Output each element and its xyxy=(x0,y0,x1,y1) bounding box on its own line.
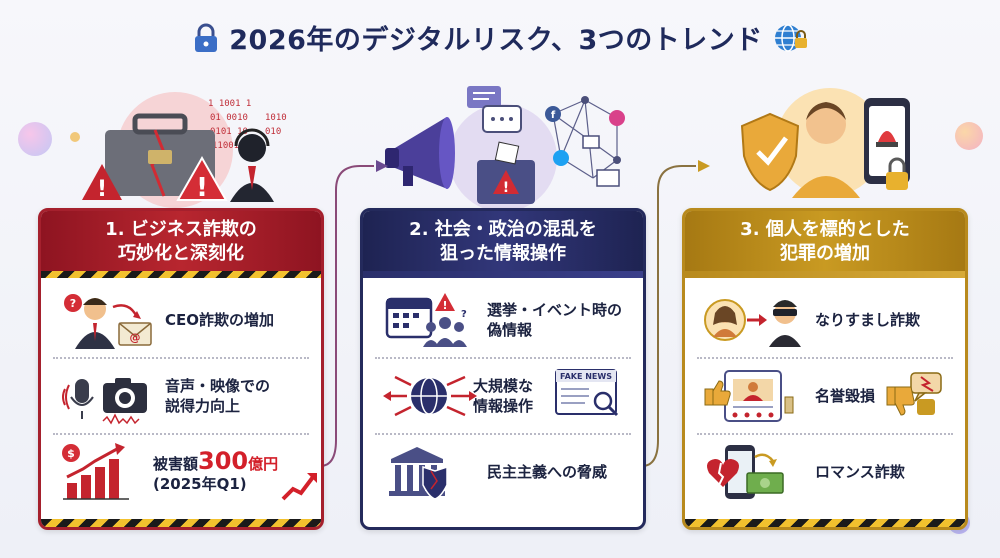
item-label-line1: 選挙・イベント時の xyxy=(487,301,623,319)
svg-text:!: ! xyxy=(442,299,447,312)
card-heading-line2: 狙った情報操作 xyxy=(440,243,566,264)
divider xyxy=(697,357,953,359)
svg-text:010: 010 xyxy=(265,127,281,137)
item-label: 選挙・イベント時の 偽情報 xyxy=(487,283,622,357)
page-title: 2026年のデジタルリスク、3つのトレンド xyxy=(0,18,1000,61)
information-manipulation-illustration: ! f xyxy=(385,78,635,212)
svg-text:$: $ xyxy=(67,447,75,460)
list-item: 音声・映像での 説得力向上 xyxy=(41,359,321,433)
hazard-stripe-bottom xyxy=(685,519,965,527)
item-label: 名誉毀損 xyxy=(815,387,876,405)
list-item: ! ? 選挙・イベント時の 偽情報 xyxy=(363,283,643,357)
romance-scam-icon xyxy=(703,443,803,501)
damage-amount: 被害額300億円 (2025年Q1) xyxy=(153,435,278,509)
svg-text:!: ! xyxy=(196,173,208,203)
damage-value: 300 xyxy=(198,446,249,475)
damage-unit: 億円 xyxy=(248,454,279,473)
card-heading-line1: 1. ビジネス詐欺の xyxy=(105,219,257,240)
business-fraud-illustration: 1 1001 1 01 0010 0101 10 110010 1010 010… xyxy=(60,80,320,214)
item-label-line2: 情報操作 xyxy=(473,397,534,415)
card-heading: 1. ビジネス詐欺の 巧妙化と深刻化 xyxy=(41,211,321,271)
globe-arrows-icon xyxy=(381,367,481,425)
calendar-crowd-icon: ! ? xyxy=(381,291,481,349)
card-heading-line1: 2. 社会・政治の混乱を xyxy=(409,219,597,240)
trend-arrow-icon xyxy=(281,471,319,505)
item-label: CEO詐欺の増加 xyxy=(165,311,275,329)
fake-news-badge: FAKE NEWS xyxy=(560,372,612,381)
item-label-line1: 音声・映像での xyxy=(165,377,271,395)
globe-lock-icon xyxy=(773,22,807,61)
item-label-line2: 説得力向上 xyxy=(165,397,241,415)
item-label-line2: 偽情報 xyxy=(487,321,533,339)
social-post-thumbs-up-icon xyxy=(703,367,803,425)
list-item: ロマンス詐欺 xyxy=(685,435,965,509)
card-heading: 3. 個人を標的とした 犯罪の増加 xyxy=(685,211,965,271)
padlock-icon xyxy=(193,23,219,60)
list-item: 名誉毀損 xyxy=(685,359,965,433)
heading-band xyxy=(363,271,643,278)
hazard-stripe-bottom xyxy=(41,519,321,527)
impersonation-icon xyxy=(703,291,803,349)
svg-text:110010: 110010 xyxy=(212,141,245,151)
item-label: なりすまし詐欺 xyxy=(815,311,921,329)
card-business-fraud: 1. ビジネス詐欺の 巧妙化と深刻化 ? @ CEO詐欺の増加 xyxy=(38,208,324,530)
damage-period: (2025年Q1) xyxy=(153,474,247,493)
card-heading-line2: 犯罪の増加 xyxy=(780,243,870,264)
divider xyxy=(375,357,631,359)
card-personal-crime: 3. 個人を標的とした 犯罪の増加 なりすまし詐欺 xyxy=(682,208,968,530)
list-item: 民主主義への脅威 xyxy=(363,435,643,509)
decor-bubble xyxy=(18,122,52,156)
decor-dot xyxy=(70,132,80,142)
ceo-email-icon: ? @ xyxy=(59,291,159,349)
divider xyxy=(53,433,309,435)
list-item: $ 被害額300億円 (2025年Q1) xyxy=(41,435,321,509)
svg-text:01 0010: 01 0010 xyxy=(210,113,248,123)
thumbs-down-speech-icon xyxy=(885,371,945,427)
card-information-manipulation: 2. 社会・政治の混乱を 狙った情報操作 ! ? 選挙・イベント時の 偽情報 xyxy=(360,208,646,530)
card-heading-line1: 3. 個人を標的とした xyxy=(740,219,910,240)
item-label: ロマンス詐欺 xyxy=(815,463,905,481)
item-label: 大規模な 情報操作 xyxy=(473,359,533,433)
svg-text:?: ? xyxy=(70,297,76,310)
list-item: 大規模な 情報操作 FAKE NEWS xyxy=(363,359,643,433)
personal-crime-illustration xyxy=(722,86,952,210)
svg-text:!: ! xyxy=(97,177,107,202)
heading-band xyxy=(685,271,965,278)
rising-chart-icon: $ xyxy=(59,443,159,501)
item-label-line1: 大規模な xyxy=(473,377,534,395)
svg-text:f: f xyxy=(551,110,556,121)
hazard-stripe xyxy=(41,271,321,278)
svg-text:1 1001 1: 1 1001 1 xyxy=(208,99,251,109)
svg-text:!: ! xyxy=(503,180,509,196)
fake-news-icon: FAKE NEWS xyxy=(555,369,621,419)
title-text: 2026年のデジタルリスク、3つのトレンド xyxy=(229,25,763,56)
svg-text:@: @ xyxy=(130,331,141,344)
card-heading: 2. 社会・政治の混乱を 狙った情報操作 xyxy=(363,211,643,271)
voice-camera-icon xyxy=(59,367,159,425)
item-label: 民主主義への脅威 xyxy=(487,463,608,481)
institution-shield-icon xyxy=(381,443,481,501)
divider xyxy=(53,357,309,359)
divider xyxy=(375,433,631,435)
item-label: 音声・映像での 説得力向上 xyxy=(165,359,270,433)
list-item: ? @ CEO詐欺の増加 xyxy=(41,283,321,357)
svg-text:0101 10: 0101 10 xyxy=(210,127,248,137)
svg-text:?: ? xyxy=(461,309,467,320)
list-item: なりすまし詐欺 xyxy=(685,283,965,357)
card-heading-line2: 巧妙化と深刻化 xyxy=(118,243,244,264)
divider xyxy=(697,433,953,435)
decor-bubble xyxy=(955,122,983,150)
damage-prefix: 被害額 xyxy=(153,454,199,473)
svg-text:1010: 1010 xyxy=(265,113,287,123)
